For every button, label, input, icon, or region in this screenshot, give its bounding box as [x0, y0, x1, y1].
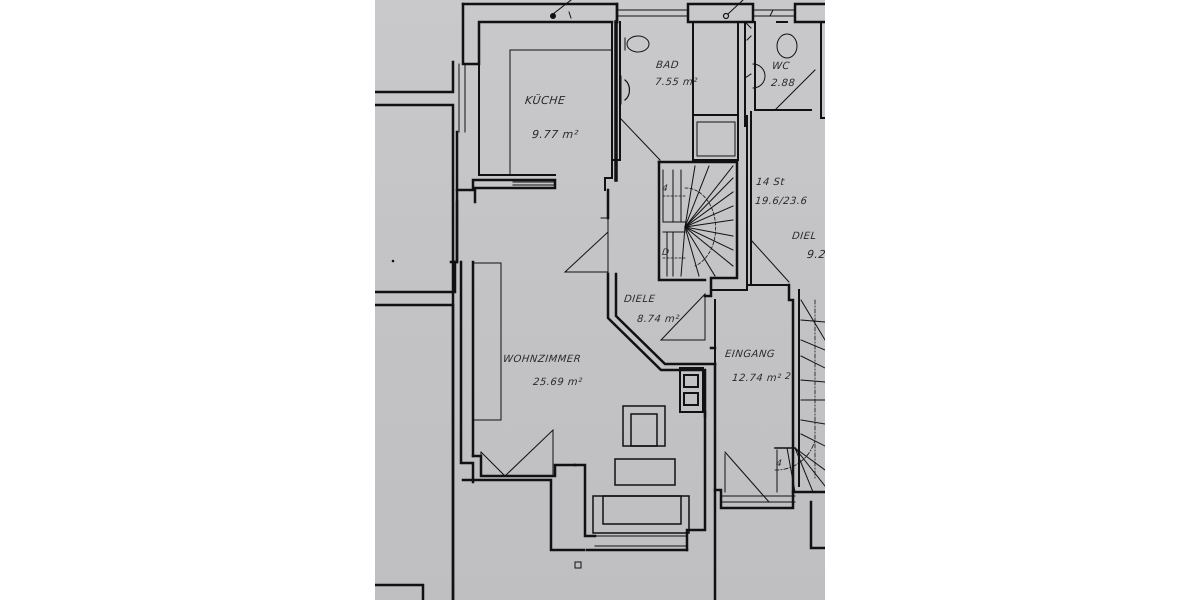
room-label-wc: WC	[771, 61, 791, 72]
room-area-wc: 2.88	[770, 78, 796, 89]
room-label-bad: BAD	[655, 60, 680, 71]
room-area-kueche: 9.77 m²	[531, 128, 580, 141]
stair-marker: 4	[661, 184, 669, 194]
room-label-diele: DIELE	[623, 294, 656, 305]
staircase-right	[774, 299, 825, 493]
exterior-walls	[449, 2, 825, 484]
stair-marker: D	[661, 248, 670, 258]
living-room-walls	[461, 262, 717, 600]
room-label-eingang: EINGANG	[724, 349, 776, 360]
entrance-walls	[709, 235, 825, 550]
stair-label: 14 St	[755, 177, 786, 188]
stair-ratio: 19.6/23.6	[754, 196, 808, 207]
furniture	[592, 405, 690, 534]
door-swings	[480, 428, 554, 477]
room-label-wohnzimmer: WOHNZIMMER	[502, 354, 582, 365]
neighbor-walls	[375, 60, 457, 600]
floor-plan-photo: KÜCHE 9.77 m² BAD 7.55 m² WC 2.88 14 St …	[375, 0, 825, 600]
room-area-diele: 8.74 m²	[636, 314, 681, 325]
bathroom-walls	[611, 21, 752, 161]
room-area-wohnzimmer: 25.69 m²	[532, 377, 584, 388]
room-label-diele-right: DIEL	[791, 231, 818, 242]
staircase-center	[657, 160, 739, 298]
chimney	[679, 367, 704, 413]
room-area-diele-right: 9.2	[806, 248, 825, 261]
hall-walls	[563, 188, 748, 418]
stair-marker: 2	[784, 372, 792, 382]
room-label-kueche: KÜCHE	[524, 94, 567, 107]
floor-plan-drawing	[375, 0, 825, 600]
stair-marker: 4	[775, 459, 783, 469]
room-area-bad: 7.55 m²	[654, 77, 699, 88]
utility-lines	[550, 0, 788, 569]
room-area-eingang: 12.74 m²	[731, 373, 783, 384]
kitchen-walls	[478, 20, 618, 191]
